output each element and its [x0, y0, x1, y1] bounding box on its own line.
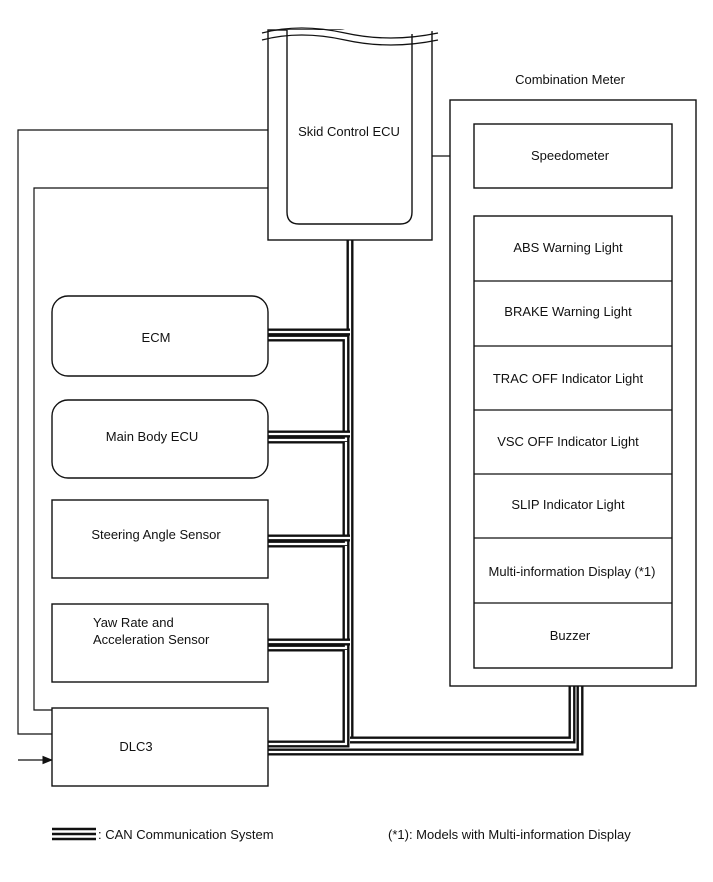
speedometer-label: Speedometer: [531, 148, 610, 163]
legend: : CAN Communication System (*1): Models …: [52, 827, 631, 842]
brake-warning-light-label: BRAKE Warning Light: [504, 304, 632, 319]
ecm-label: ECM: [142, 330, 171, 345]
abs-warning-light-label: ABS Warning Light: [513, 240, 623, 255]
signal-wires: [17, 125, 474, 765]
dlc3-box: DLC3: [51, 707, 269, 787]
meter-items-box: [473, 215, 673, 669]
multi-info-display-label: Multi-information Display (*1): [489, 564, 656, 579]
steering-angle-sensor-box: Steering Angle Sensor: [51, 499, 269, 579]
slip-indicator-label: SLIP Indicator Light: [511, 497, 625, 512]
yaw-rate-label-line1: Yaw Rate and: [93, 615, 174, 630]
yaw-rate-sensor-box: Yaw Rate and Acceleration Sensor: [51, 603, 269, 683]
can-bus-lines: [268, 240, 584, 756]
skid-control-ecu: Skid Control ECU: [261, 22, 439, 241]
dlc3-label: DLC3: [119, 739, 152, 754]
can-legend-label: : CAN Communication System: [98, 827, 274, 842]
ecm-box: ECM: [51, 295, 269, 377]
speedometer-box: [473, 123, 673, 189]
can-legend-symbol: [52, 827, 96, 841]
trac-off-indicator-label: TRAC OFF Indicator Light: [493, 371, 644, 386]
buzzer-label: Buzzer: [550, 628, 591, 643]
combination-meter: Combination Meter Speedometer ABS Warnin…: [449, 72, 697, 687]
vsc-off-indicator-label: VSC OFF Indicator Light: [497, 434, 639, 449]
yaw-rate-label-line2: Acceleration Sensor: [93, 632, 210, 647]
skid-control-ecu-label: Skid Control ECU: [298, 124, 400, 139]
steering-angle-sensor-label: Steering Angle Sensor: [91, 527, 221, 542]
footnote: (*1): Models with Multi-information Disp…: [388, 827, 631, 842]
combination-meter-title: Combination Meter: [515, 72, 625, 87]
main-body-ecu-label: Main Body ECU: [106, 429, 198, 444]
main-body-ecu-box: Main Body ECU: [51, 399, 269, 479]
